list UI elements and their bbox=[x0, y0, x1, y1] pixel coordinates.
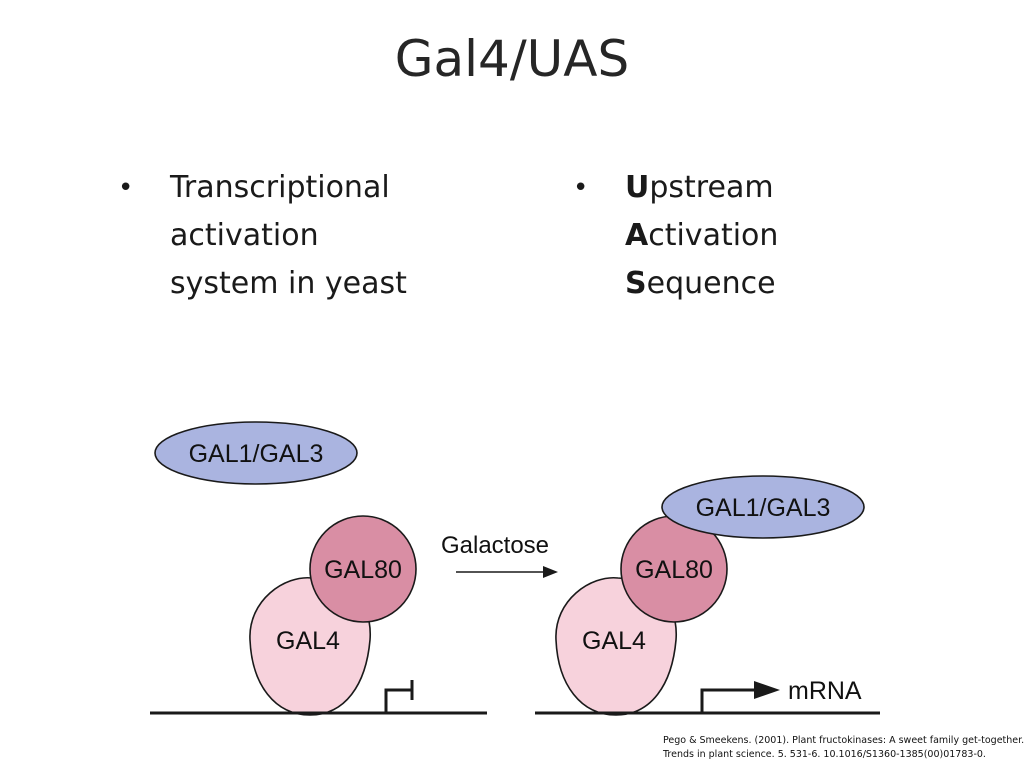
slide-title: Gal4/UAS bbox=[394, 30, 630, 88]
bullet-dot: • bbox=[118, 173, 134, 203]
acronym-line: Sequence bbox=[625, 260, 778, 308]
acronym-rest: ctivation bbox=[648, 218, 779, 253]
arrow-head bbox=[543, 566, 558, 578]
acronym-rest: equence bbox=[646, 266, 776, 301]
gal4-uas-diagram: GAL1/GAL3 GAL4 GAL80 Galactose GAL4 GAL8… bbox=[150, 421, 880, 716]
acronym-line: Upstream bbox=[625, 164, 778, 212]
acronym-letter: A bbox=[625, 218, 649, 253]
bullet-line: Transcriptional bbox=[170, 170, 390, 205]
acronym-rest: pstream bbox=[649, 170, 774, 205]
acronym-line: Activation bbox=[625, 212, 778, 260]
gal4-label: GAL4 bbox=[276, 627, 340, 655]
right-panel: GAL4 GAL80 GAL1/GAL3 mRNA bbox=[535, 475, 880, 716]
bullet-line: system in yeast bbox=[170, 266, 407, 301]
gal1-gal3-label: GAL1/GAL3 bbox=[189, 440, 324, 468]
promoter-blocked-symbol bbox=[384, 680, 414, 713]
galactose-arrow: Galactose bbox=[441, 532, 558, 578]
citation-line: Pego & Smeekens. (2001). Plant fructokin… bbox=[663, 735, 1024, 746]
gal1-gal3-label: GAL1/GAL3 bbox=[696, 494, 831, 522]
gal4-label: GAL4 bbox=[582, 627, 646, 655]
transcription-start-arrow bbox=[700, 688, 762, 713]
transcription-arrow-head bbox=[754, 681, 780, 699]
bullet-dot: • bbox=[573, 173, 589, 203]
galactose-label: Galactose bbox=[441, 532, 549, 559]
citation: Pego & Smeekens. (2001). Plant fructokin… bbox=[663, 734, 1024, 762]
left-panel: GAL1/GAL3 GAL4 GAL80 bbox=[150, 421, 487, 716]
gal80-label: GAL80 bbox=[324, 556, 402, 584]
citation-line: Trends in plant science. 5. 531-6. 10.10… bbox=[663, 749, 986, 760]
acronym-letter: U bbox=[625, 170, 650, 205]
gal1-gal3-complex bbox=[154, 421, 358, 485]
bullet-text: Upstream Activation Sequence bbox=[625, 164, 778, 308]
gal80-protein bbox=[309, 515, 417, 623]
bullet-line: activation bbox=[170, 218, 319, 253]
acronym-letter: S bbox=[625, 266, 647, 301]
mrna-label: mRNA bbox=[788, 677, 862, 705]
gal1-gal3-complex bbox=[661, 475, 865, 539]
bullet-text: Transcriptional activation system in yea… bbox=[170, 164, 407, 308]
gal80-label: GAL80 bbox=[635, 556, 713, 584]
